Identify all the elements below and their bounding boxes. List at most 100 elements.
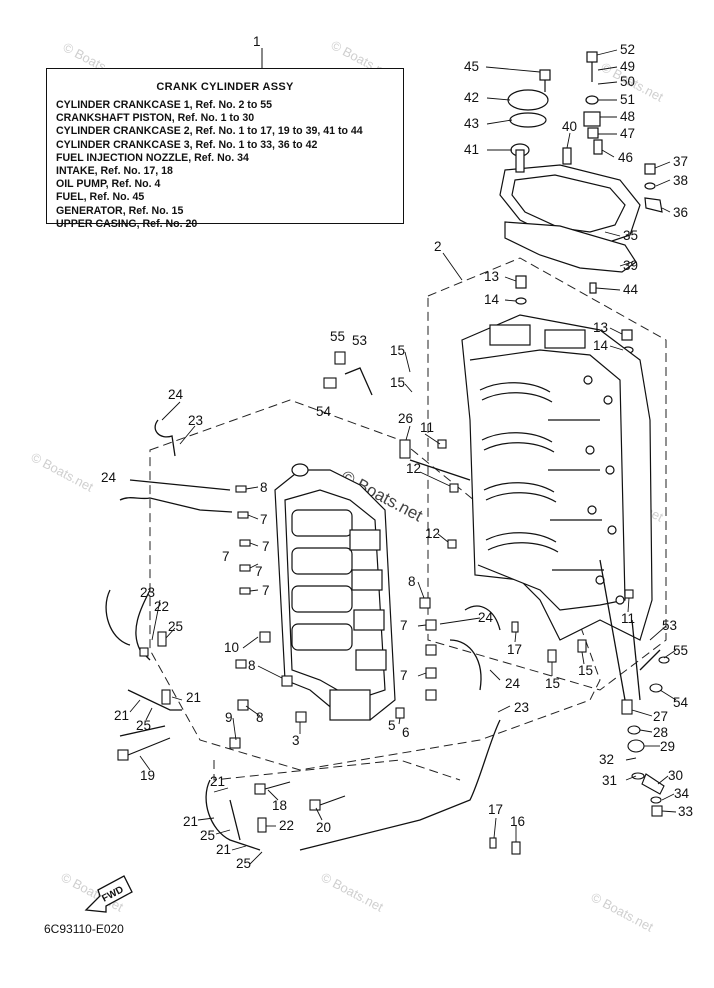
callout-7b: 7 xyxy=(262,539,270,554)
callout-54b: 54 xyxy=(673,695,689,710)
callout-21d: 21 xyxy=(183,814,198,829)
callout-33: 33 xyxy=(678,804,693,819)
callout-28: 28 xyxy=(653,725,668,740)
callout-43: 43 xyxy=(464,116,479,131)
callout-15: 15 xyxy=(390,343,405,358)
callout-8d: 8 xyxy=(256,710,264,725)
fwd-arrow-icon: FWD xyxy=(84,875,133,913)
legend-line: CYLINDER CRANKCASE 2, Ref. No. 1 to 17, … xyxy=(56,125,363,138)
callout-21a: 21 xyxy=(186,690,201,705)
callout-44: 44 xyxy=(623,282,639,297)
callout-23c: 23 xyxy=(514,700,529,715)
callout-6: 6 xyxy=(402,725,410,740)
callout-48: 48 xyxy=(620,109,635,124)
callout-15c: 15 xyxy=(578,663,593,678)
callout-12b: 12 xyxy=(425,526,440,541)
callout-9: 9 xyxy=(225,710,233,725)
legend-line: CYLINDER CRANKCASE 1, Ref. No. 2 to 55 xyxy=(56,99,273,111)
callout-21b: 21 xyxy=(114,708,129,723)
callout-34: 34 xyxy=(674,786,690,801)
callout-23: 23 xyxy=(188,413,203,428)
callout-7d: 7 xyxy=(255,564,263,579)
callout-22b: 22 xyxy=(279,818,294,833)
legend-line: CYLINDER CRANKCASE 3, Ref. No. 1 to 33, … xyxy=(56,138,318,151)
callout-18: 18 xyxy=(272,798,287,813)
legend-line: FUEL INJECTION NOZZLE, Ref. No. 34 xyxy=(56,151,249,164)
legend-box: CRANK CYLINDER ASSY CYLINDER CRANKCASE 1… xyxy=(46,68,404,230)
callout-47: 47 xyxy=(620,126,635,141)
callout-37: 37 xyxy=(673,154,688,169)
legend-title: CRANK CYLINDER ASSY xyxy=(156,81,294,93)
callout-numbers: 1 45 42 43 41 52 49 50 51 48 47 40 46 37… xyxy=(101,34,693,871)
lower-box xyxy=(213,759,461,781)
callout-3: 3 xyxy=(292,733,300,748)
legend-line: UPPER CASING, Ref. No. 20 xyxy=(56,217,198,230)
legend-line: GENERATOR, Ref. No. 15 xyxy=(56,204,184,217)
callout-25: 25 xyxy=(168,619,183,634)
callout-7e: 7 xyxy=(262,583,270,598)
callout-14b: 14 xyxy=(593,338,609,353)
callout-20: 20 xyxy=(316,820,331,835)
callout-17: 17 xyxy=(507,642,522,657)
callout-42: 42 xyxy=(464,90,479,105)
legend-line: INTAKE, Ref. No. 17, 18 xyxy=(56,165,173,178)
callout-25d: 25 xyxy=(236,856,251,871)
legend-lines: CYLINDER CRANKCASE 1, Ref. No. 2 to 55 C… xyxy=(56,99,363,231)
callout-11b: 11 xyxy=(621,611,635,626)
callout-50: 50 xyxy=(620,74,635,89)
callout-7g: 7 xyxy=(400,668,408,683)
callout-40: 40 xyxy=(562,119,577,134)
callout-12: 12 xyxy=(406,461,421,476)
callout-21c: 21 xyxy=(210,774,225,789)
callout-39: 39 xyxy=(623,258,638,273)
callout-8c: 8 xyxy=(248,658,256,673)
callout-8: 8 xyxy=(260,480,268,495)
callout-25c: 25 xyxy=(200,828,215,843)
callout-15d: 15 xyxy=(545,676,560,691)
callout-11: 11 xyxy=(420,420,434,435)
watermark: © Boats.net xyxy=(589,889,657,934)
callout-46: 46 xyxy=(618,150,633,165)
part-code: 6C93110-E020 xyxy=(44,922,124,936)
cover-assembly xyxy=(499,51,663,354)
callout-1: 1 xyxy=(253,34,261,49)
callout-32: 32 xyxy=(599,752,614,767)
callout-45: 45 xyxy=(464,59,479,74)
callout-24: 24 xyxy=(168,387,184,402)
callout-41: 41 xyxy=(464,142,479,157)
callout-22: 22 xyxy=(154,599,169,614)
callout-29: 29 xyxy=(660,739,675,754)
callout-14: 14 xyxy=(484,292,500,307)
callout-36: 36 xyxy=(673,205,688,220)
cylinder-box xyxy=(149,399,601,771)
callout-53b: 53 xyxy=(662,618,677,633)
callout-54: 54 xyxy=(316,404,332,419)
callout-10: 10 xyxy=(224,640,239,655)
callout-27: 27 xyxy=(653,709,668,724)
callout-13: 13 xyxy=(484,269,499,284)
assembly-boxes xyxy=(149,257,667,781)
crankcase-block xyxy=(461,314,653,641)
callout-24d: 24 xyxy=(505,676,521,691)
callout-13b: 13 xyxy=(593,320,608,335)
cylinder-block xyxy=(274,463,396,721)
callout-55: 55 xyxy=(330,329,345,344)
callout-16: 16 xyxy=(510,814,525,829)
callout-24b: 24 xyxy=(101,470,117,485)
watermark: © Boats.net xyxy=(319,869,387,914)
callout-19: 19 xyxy=(140,768,155,783)
watermark: © Boats.net xyxy=(29,449,97,494)
legend-line: CRANKSHAFT PISTON, Ref. No. 1 to 30 xyxy=(56,112,255,125)
callout-23b: 23 xyxy=(140,585,155,600)
callout-53: 53 xyxy=(352,333,367,348)
crankcase-box xyxy=(427,257,667,691)
callout-30: 30 xyxy=(668,768,683,783)
callout-15b: 15 xyxy=(390,375,405,390)
callout-24c: 24 xyxy=(478,610,494,625)
bolts-and-fittings xyxy=(117,351,670,855)
hoses-and-fittings xyxy=(105,367,661,851)
callout-21e: 21 xyxy=(216,842,231,857)
callout-7f: 7 xyxy=(400,618,408,633)
